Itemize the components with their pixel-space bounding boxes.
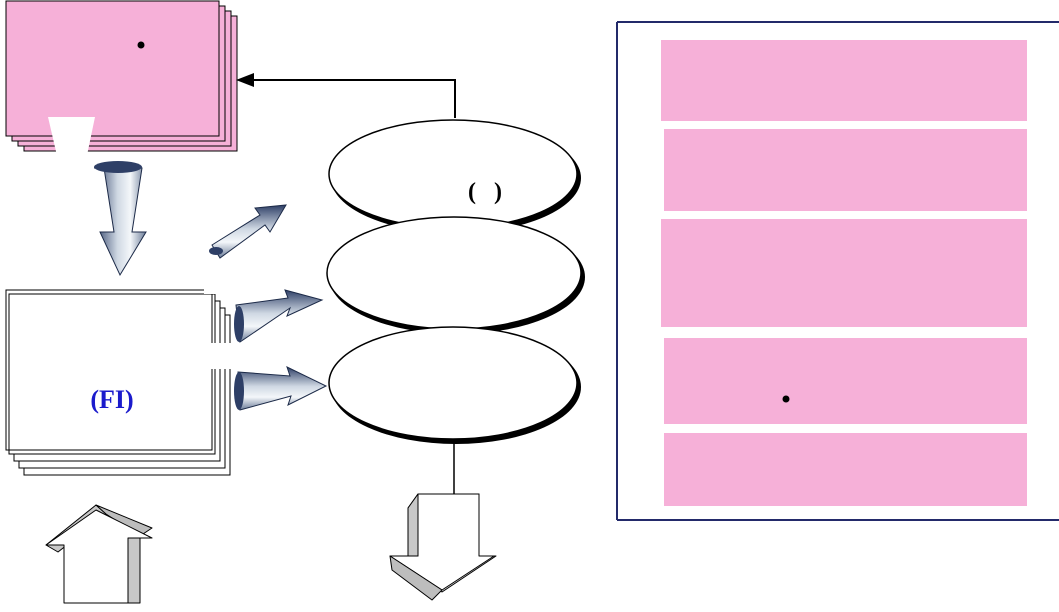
down-cone-arrow	[94, 161, 147, 277]
feedback-connector	[250, 79, 456, 118]
card-bullet-dot	[137, 41, 145, 49]
ellipse-top-label: ( )	[468, 179, 502, 205]
input-up-arrow	[45, 504, 153, 604]
right-panel-border	[616, 21, 1059, 521]
feedback-arrowhead	[236, 73, 254, 87]
panel-block-2	[664, 129, 1027, 211]
panel-block-1	[661, 40, 1027, 121]
ellipse-top	[328, 119, 581, 233]
cone-arrow-upper	[209, 204, 287, 259]
ellipse-bottom	[328, 326, 581, 444]
fi-frame-stack	[5, 289, 231, 476]
panel-bullet-dot	[782, 395, 790, 403]
fi-label: (FI)	[90, 385, 134, 414]
pink-card-stack	[5, 0, 238, 160]
panel-block-4	[664, 338, 1027, 424]
right-panel-blocks	[661, 40, 1027, 506]
panel-block-5	[664, 433, 1027, 506]
panel-block-3	[661, 219, 1027, 327]
cone-arrow-lower	[234, 366, 328, 411]
cone-arrow-middle	[234, 289, 324, 343]
frame-gap-mid	[200, 343, 234, 369]
ellipse-middle	[326, 216, 585, 334]
output-down-arrow	[389, 493, 497, 601]
card-notch	[48, 117, 95, 160]
frame-gap-top	[204, 258, 234, 294]
